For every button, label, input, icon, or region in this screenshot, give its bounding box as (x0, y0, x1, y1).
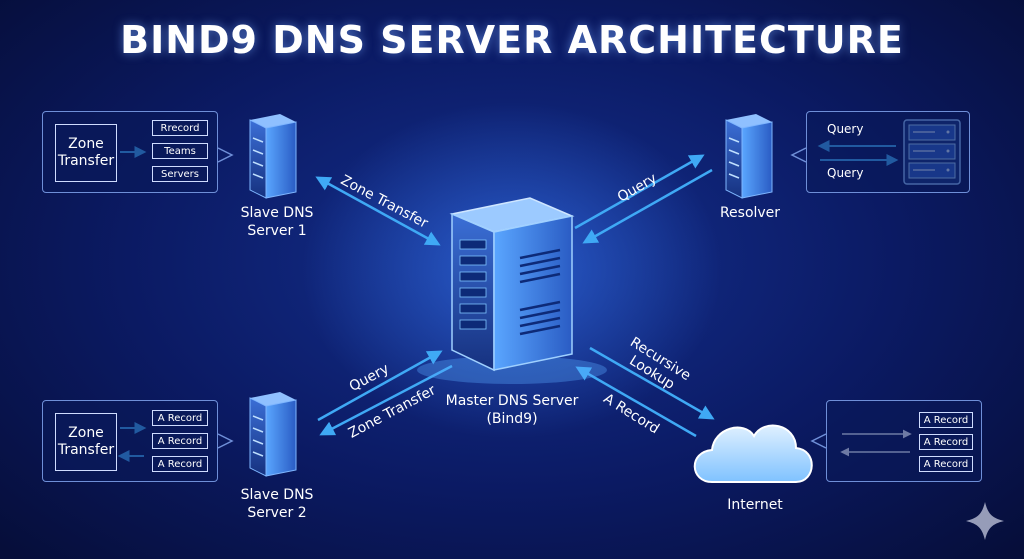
slave2-chip-2: A Record (152, 433, 208, 449)
slave1-chip-2: Teams (152, 143, 208, 159)
slave1-chip-3: Servers (152, 166, 208, 182)
slave2-server-icon (249, 392, 297, 477)
internet-info-panel: A Record A Record A Record (826, 400, 982, 482)
arrow-recursive-lookup (589, 346, 715, 420)
internet-chip-3: A Record (919, 456, 973, 472)
resolver-label: Resolver (719, 205, 781, 221)
internet-chip-2: A Record (919, 434, 973, 450)
resolver-info-panel: Query Query (806, 111, 970, 193)
internet-chip-1: A Record (919, 412, 973, 428)
arrow-slave2-query (317, 350, 443, 422)
arrow-master-resolver-out (574, 154, 705, 230)
slave2-info-panel: Zone Transfer A Record A Record A Record (42, 400, 218, 482)
internet-label: Internet (727, 497, 783, 513)
master-label: Master DNS Server (Bind9) (445, 393, 579, 427)
slave1-label: Slave DNS Server 1 (240, 205, 314, 239)
slave2-chip-1: A Record (152, 410, 208, 426)
arrow-slave1-master (315, 176, 441, 246)
slave2-chip-3: A Record (152, 456, 208, 472)
pointer-internet-panel (810, 433, 827, 449)
slave2-label: Slave DNS Server 2 (240, 487, 314, 521)
slave1-server-icon (249, 114, 297, 199)
master-server-icon (417, 197, 607, 384)
slave1-info-panel: Zone Transfer Rrecord Teams Servers (42, 111, 218, 193)
slave1-zone-transfer-box: Zone Transfer (55, 124, 117, 182)
slave1-chip-1: Rrecord (152, 120, 208, 136)
arrow-resolver-master-in (582, 168, 713, 244)
resolver-query-bottom-label: Query (827, 166, 864, 180)
pointer-slave2-panel (217, 433, 234, 449)
pointer-resolver-panel (790, 147, 807, 163)
slave2-zone-transfer-box: Zone Transfer (55, 413, 117, 471)
arrow-a-record-return (575, 366, 697, 438)
sparkle-icon (966, 502, 1004, 540)
resolver-server-icon (725, 114, 773, 199)
resolver-query-top-label: Query (827, 122, 864, 136)
pointer-slave1-panel (217, 147, 234, 163)
arrow-zone-transfer-slave2 (319, 364, 453, 436)
diagram-title: BIND9 DNS SERVER ARCHITECTURE (120, 18, 904, 62)
internet-cloud-icon (693, 424, 813, 483)
